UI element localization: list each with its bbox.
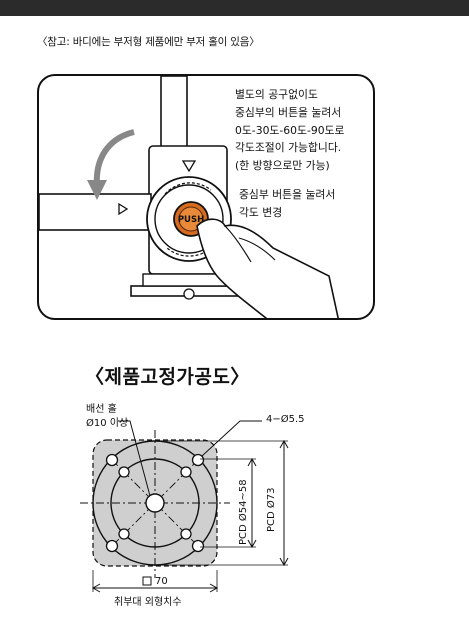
top-bar [0,0,469,16]
mounting-drawing [80,420,289,593]
caption2-line: 각도 변경 [239,205,283,219]
angle-marker-icon [181,160,197,173]
pcd-outer-label: PCD Ø73 [266,487,277,533]
caption-line: 별도의 공구없이도 [235,88,318,101]
caption-line: 각도조절이 가능합니다. [235,141,342,155]
square-dimension: 70 [155,576,168,587]
mount-hole [191,453,205,467]
hole-spec-label: 4−Ø5.5 [266,414,305,425]
mount-hole [191,539,205,553]
angle-adjust-illustration: PUSH 별도의 공구없이도 중심부의 버튼을 눌려서 0도-30도-60도-9… [37,74,375,320]
wire-hole [145,493,165,513]
arm [39,193,152,231]
hand [196,218,339,318]
caption-line: 0도-30도-60도-90도로 [235,123,345,137]
pole [160,76,188,157]
mount-hole [105,453,119,467]
wire-hole-dimension: Ø10 이상 [86,418,129,429]
caption-line: 중심부의 버튼을 눌려서 [235,105,342,119]
wire-hole-label: 배선 홀 [86,404,117,415]
hole-leader [201,420,262,457]
mount-drawing: PUSH [39,76,339,318]
arm-arrow-icon [118,202,129,216]
caption-line: (한 방향으로만 가능) [235,159,330,173]
wire-hole-leader [118,420,151,497]
pcd-inner-label: PCD Ø54~58 [238,479,249,545]
caption-block: 별도의 공구없이도 중심부의 버튼을 눌려서 0도-30도-60도-90도로 각… [235,86,344,175]
buzzer-note: 〈참고: 바디에는 부저형 제품에만 부저 홀이 있음〉 [37,36,260,48]
push-label: PUSH [178,215,204,225]
mount-hole [180,466,192,478]
mount-hole [105,539,119,553]
caption2-line: 중심부 버튼을 눌려서 [239,188,336,201]
drawing-title: 〈제품고정가공도〉 [85,366,250,388]
caption2-block: 중심부 버튼을 눌려서 각도 변경 [239,186,335,222]
mount-hole [118,466,130,478]
base-dimension-label: 취부대 외형치수 [114,597,182,608]
mount-hole [180,528,192,540]
rotation-arrow-icon [93,129,135,187]
mount-hole [118,528,130,540]
